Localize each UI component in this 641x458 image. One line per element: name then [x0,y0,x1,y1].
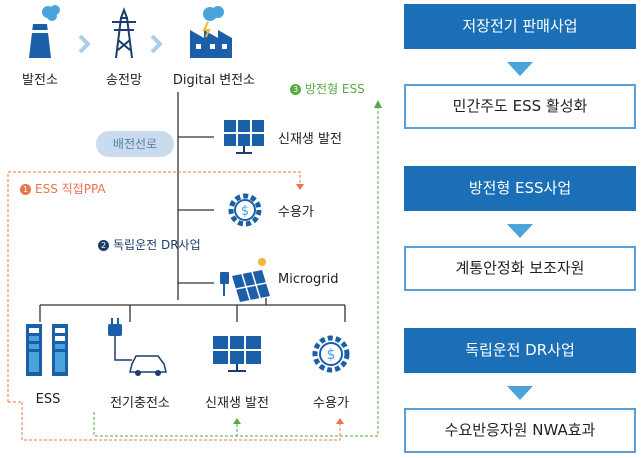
consumer-gear-icon: $ [312,335,350,373]
node-label-transmission: 송전망 [106,73,142,88]
node-label-substation: Digital 변전소 [172,73,256,88]
arrow-up-icon [233,418,241,424]
svg-text:$: $ [241,204,249,219]
path-number: 3 [290,84,301,95]
chevron-right-icon [150,34,163,54]
power-plant-icon [29,5,60,58]
flow-result-3: 수요반응자원 NWA효과 [404,408,636,453]
discharge-ess-path [93,106,379,437]
branch-label-renewable: 신재생 발전 [278,132,342,147]
flow-title-1: 저장전기 판매사업 [404,4,636,49]
distribution-line-badge: 배전선로 [96,131,174,157]
path-tag-ess-ppa: 1 ESS 직접PPA [20,180,106,197]
path-number: 1 [20,184,31,195]
path-number: 2 [98,240,109,251]
ess-ppa-path [7,171,341,441]
flow-title-2: 방전형 ESS사업 [404,166,636,211]
mg-label-renewable: 신재생 발전 [205,396,269,411]
path-tag-discharge-ess: 3 방전형 ESS [290,80,365,97]
distribution-lines [39,92,346,322]
node-label-power-plant: 발전소 [22,73,58,88]
flow-title-3: 독립운전 DR사업 [404,328,636,373]
ev-charger-icon [108,318,167,376]
mg-label-ev: 전기충전소 [110,396,170,411]
arrow-up-icon [374,100,382,108]
transmission-tower-icon [112,7,136,59]
flow-result-1: 민간주도 ESS 활성화 [404,84,636,129]
arrow-down-icon [507,386,533,400]
battery-icon [26,324,68,376]
flow-result-2: 계통안정화 보조자원 [404,246,636,291]
svg-text:$: $ [327,347,336,363]
branch-label-microgrid: Microgrid [278,272,339,287]
mg-label-ess: ESS [35,392,61,407]
microgrid-solar-icon [220,258,270,302]
mg-label-consumer: 수용가 [313,396,349,411]
arrow-down-icon [507,224,533,238]
path-tag-dr: 2 독립운전 DR사업 [98,236,201,253]
solar-panel-icon [224,120,264,154]
arrow-down-icon [296,184,304,190]
path-label: 방전형 ESS [305,82,365,96]
consumer-gear-icon: $ [228,193,262,227]
path-label: ESS 직접PPA [35,182,106,196]
digital-substation-icon [190,6,232,58]
arrow-down-icon [507,62,533,76]
solar-panel-icon [213,336,261,372]
branch-label-consumer: 수용가 [278,205,314,220]
path-label: 독립운전 DR사업 [113,238,201,252]
arrow-up-icon [336,418,344,424]
chevron-right-icon [78,34,91,54]
